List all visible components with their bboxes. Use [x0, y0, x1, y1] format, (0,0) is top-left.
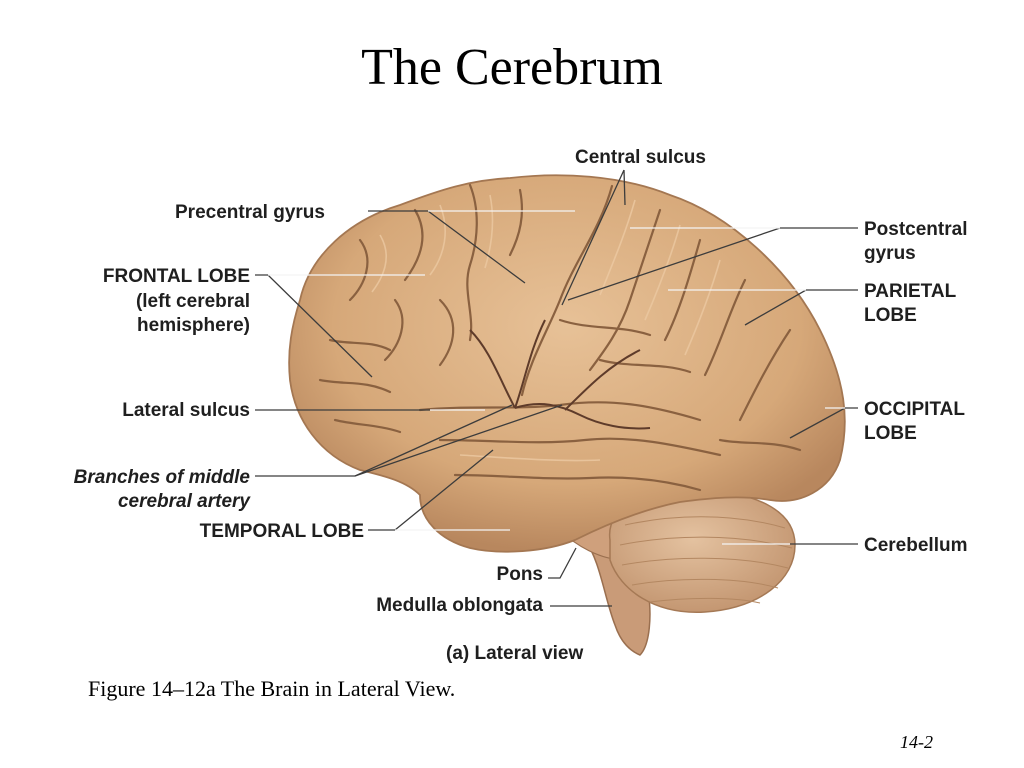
label-branches-artery-line2: cerebral artery — [118, 491, 251, 512]
label-precentral-gyrus: Precentral gyrus — [175, 202, 325, 223]
slide-title: The Cerebrum — [361, 39, 663, 96]
page-number: 14-2 — [900, 732, 933, 752]
label-occipital-lobe-line2: LOBE — [864, 423, 917, 444]
label-medulla-oblongata: Medulla oblongata — [376, 595, 543, 616]
leader-lines — [255, 169, 858, 607]
label-temporal-lobe: TEMPORAL LOBE — [200, 521, 364, 542]
label-parietal-lobe-line1: PARIETAL — [864, 281, 957, 302]
label-frontal-lobe-line3: hemisphere) — [137, 315, 250, 336]
middle-cerebral-artery-branches — [469, 319, 651, 430]
label-frontal-lobe-line2: (left cerebral — [136, 291, 250, 312]
label-pons: Pons — [497, 564, 543, 585]
label-branches-artery-line1: Branches of middle — [74, 467, 251, 488]
label-cerebellum: Cerebellum — [864, 535, 967, 556]
label-parietal-lobe-line2: LOBE — [864, 305, 917, 326]
label-postcentral-gyrus-line1: Postcentral — [864, 219, 967, 240]
label-postcentral-gyrus-line2: gyrus — [864, 243, 916, 264]
figure-caption: Figure 14–12a The Brain in Lateral View. — [88, 676, 456, 701]
cerebrum-shape — [288, 174, 846, 553]
label-occipital-lobe-line1: OCCIPITAL — [864, 399, 965, 420]
label-central-sulcus: Central sulcus — [575, 147, 706, 168]
label-lateral-sulcus: Lateral sulcus — [122, 400, 250, 421]
label-frontal-lobe-line1: FRONTAL LOBE — [103, 266, 250, 287]
cortex-highlights — [371, 194, 721, 462]
label-lateral-view: (a) Lateral view — [446, 643, 583, 664]
